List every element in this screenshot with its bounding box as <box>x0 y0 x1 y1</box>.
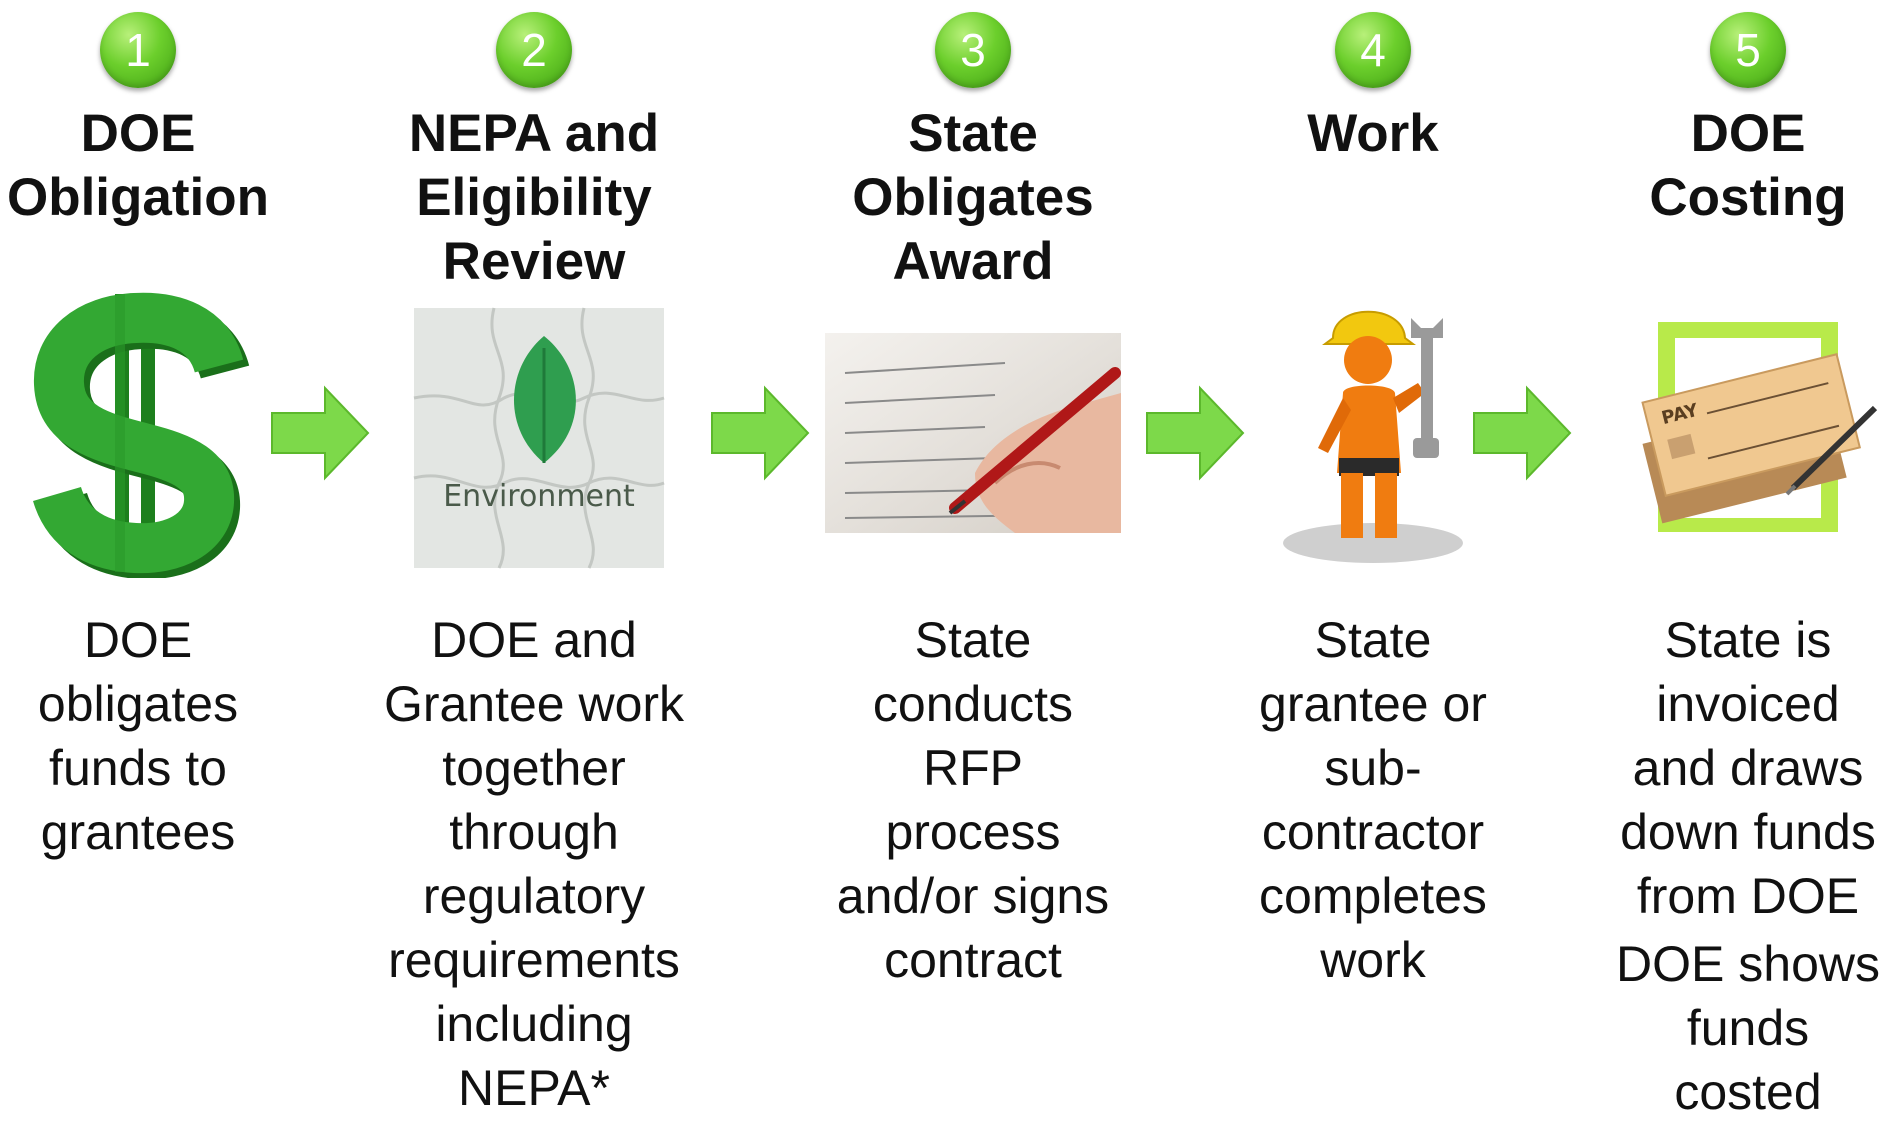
step-title: Work <box>1307 104 1439 163</box>
step-title: State Obligates Award <box>852 104 1094 291</box>
right-arrow-icon <box>271 385 370 481</box>
step-1: 1 DOE Obligation DOE obligates funds to … <box>0 0 308 864</box>
right-arrow-icon <box>1473 385 1572 481</box>
step-5: 5 DOE Costing PAY State is invoiced and … <box>1578 0 1893 1124</box>
signing-contract-icon <box>818 288 1128 578</box>
step-number-badge: 5 <box>1710 12 1786 88</box>
check-payment-icon: PAY <box>1593 288 1893 578</box>
right-arrow-icon <box>711 385 810 481</box>
step-2: 2 NEPA and Eligibility Review Environmen… <box>364 0 704 1120</box>
step-description: State is invoiced and draws down funds f… <box>1620 612 1876 924</box>
step-description: State grantee or sub- contractor complet… <box>1259 612 1487 988</box>
step-title: NEPA and Eligibility Review <box>408 104 660 291</box>
right-arrow-icon <box>1146 385 1245 481</box>
step-4: 4 Work State grantee or sub- contractor … <box>1203 0 1543 992</box>
step-description: State conducts RFP process and/or signs … <box>836 612 1110 988</box>
step-description: DOE obligates funds to grantees <box>37 612 239 860</box>
step-description-2: DOE shows funds costed <box>1616 936 1880 1120</box>
step-number-badge: 1 <box>100 12 176 88</box>
step-description: DOE and Grantee work together through re… <box>383 612 685 1116</box>
environment-puzzle-icon: Environment <box>379 288 689 578</box>
environment-label: Environment <box>443 479 635 514</box>
dollar-sign-icon <box>0 288 293 578</box>
step-title: DOE Obligation <box>6 104 270 227</box>
step-title: DOE Costing <box>1649 104 1847 227</box>
step-number-badge: 4 <box>1335 12 1411 88</box>
step-number-badge: 2 <box>496 12 572 88</box>
step-number-badge: 3 <box>935 12 1011 88</box>
worker-with-wrench-icon <box>1218 288 1528 578</box>
step-3: 3 State Obligates Award <box>803 0 1143 992</box>
